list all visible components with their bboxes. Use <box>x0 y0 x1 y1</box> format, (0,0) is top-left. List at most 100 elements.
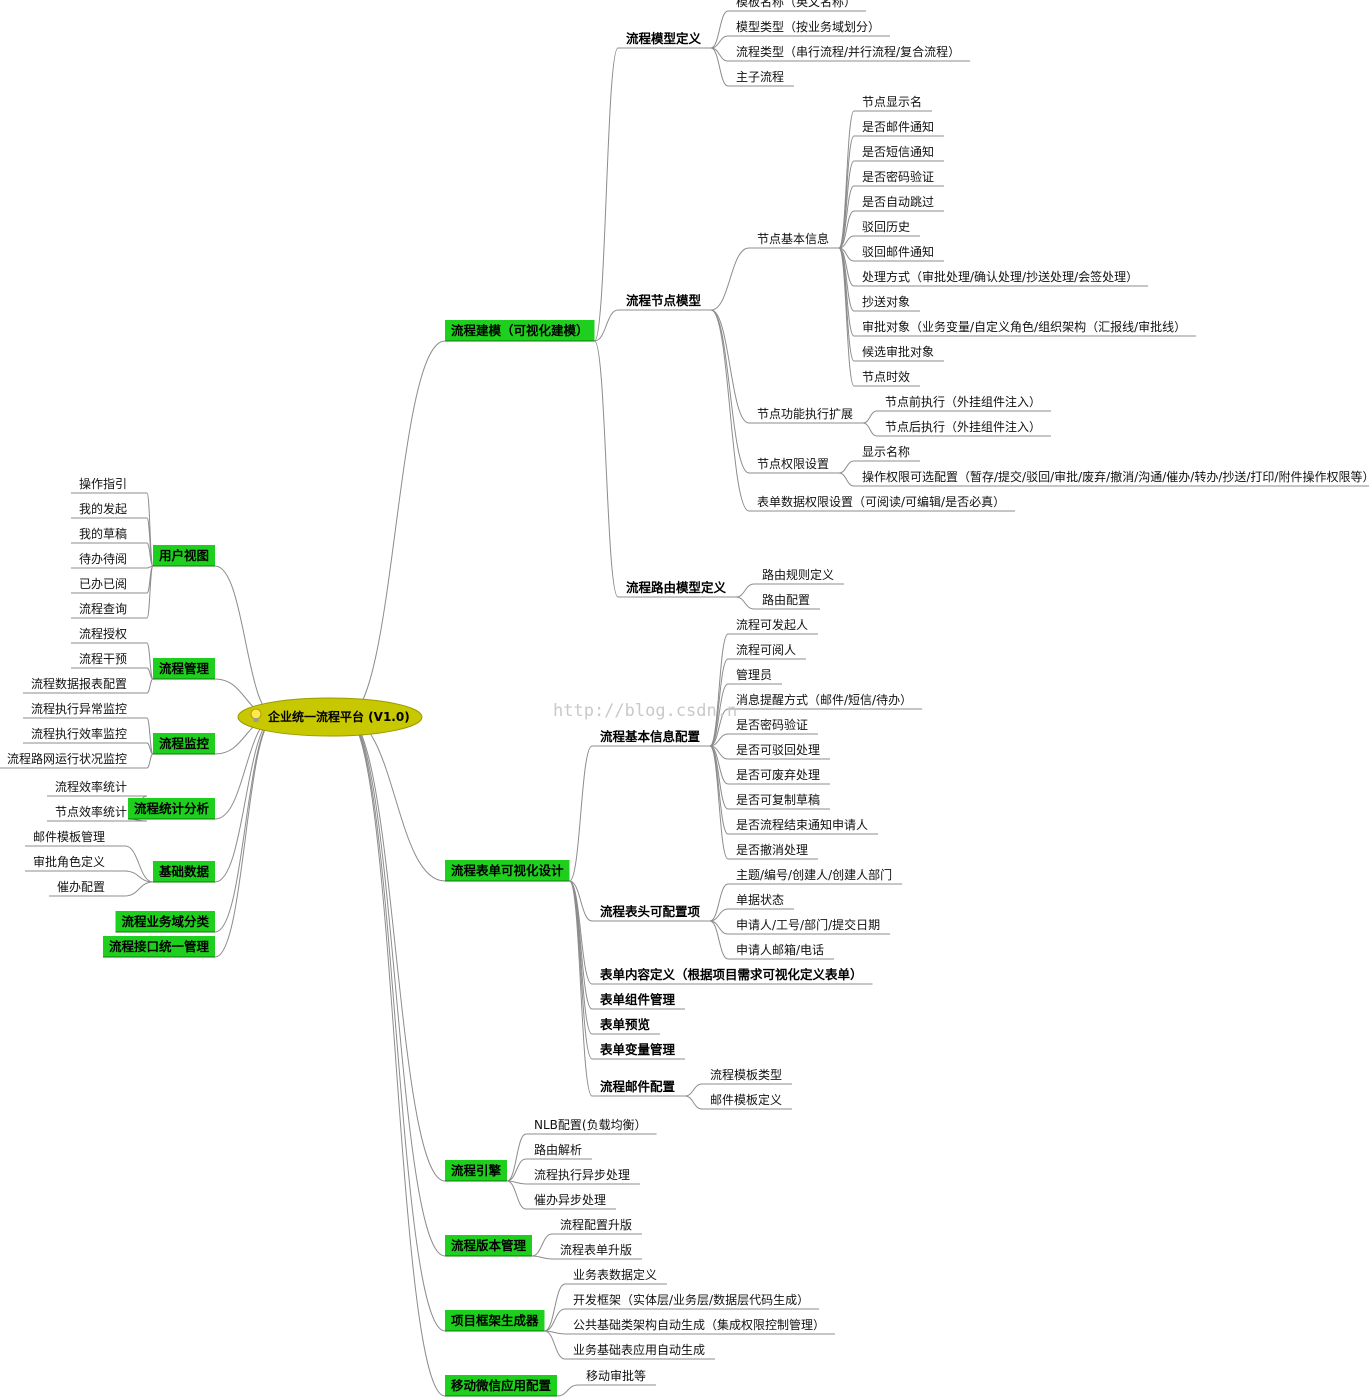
branch-1-node-0-9[interactable]: 是否撤消处理 <box>736 842 808 857</box>
branch-1-node-2[interactable]: 表单内容定义（根据项目需求可视化定义表单） <box>599 967 863 982</box>
branch-1-node-1-3[interactable]: 申请人邮箱/电话 <box>736 942 824 957</box>
branch-1-node-1-2[interactable]: 申请人/工号/部门/提交日期 <box>736 917 880 932</box>
left-branch-2-leaf-1[interactable]: 流程执行效率监控 <box>31 726 127 741</box>
branch-5[interactable]: 移动微信应用配置 <box>451 1378 552 1393</box>
branch-0-node-0-3[interactable]: 主子流程 <box>736 69 784 84</box>
left-branch-0-leaf-2[interactable]: 我的草稿 <box>79 526 127 541</box>
left-branch-4[interactable]: 基础数据 <box>158 864 210 879</box>
left-branch-5[interactable]: 流程业务域分类 <box>121 914 209 929</box>
branch-1-node-4[interactable]: 表单预览 <box>599 1017 650 1032</box>
branch-0-leaf-1-0-4[interactable]: 是否自动跳过 <box>862 195 934 209</box>
left-branch-2-leaf-2[interactable]: 流程路网运行状况监控 <box>7 751 127 766</box>
branch-0-leaf-1-2-0[interactable]: 显示名称 <box>862 444 910 459</box>
branch-4[interactable]: 项目框架生成器 <box>451 1313 539 1328</box>
branch-0-leaf-1-0-5[interactable]: 驳回历史 <box>862 220 910 234</box>
branch-4-node-0[interactable]: 业务表数据定义 <box>573 1267 657 1282</box>
branch-2-box[interactable] <box>445 1160 508 1181</box>
branch-0-node-2-0[interactable]: 路由规则定义 <box>762 567 834 582</box>
left-branch-3-leaf-0[interactable]: 流程效率统计 <box>55 779 127 794</box>
branch-1-node-0-6[interactable]: 是否可废弃处理 <box>736 767 820 782</box>
branch-0-node-1-1[interactable]: 节点功能执行扩展 <box>757 407 853 421</box>
root-node[interactable]: 企业统一流程平台 (V1.0) <box>237 697 423 737</box>
branch-1-node-0-1[interactable]: 流程可阅人 <box>736 642 796 657</box>
left-branch-0-leaf-5[interactable]: 流程查询 <box>79 601 127 616</box>
branch-0-leaf-1-0-3[interactable]: 是否密码验证 <box>862 169 934 184</box>
branch-0-node-0-2[interactable]: 流程类型（串行流程/并行流程/复合流程） <box>736 44 960 59</box>
left-branch-1-leaf-0[interactable]: 流程授权 <box>79 626 127 641</box>
branch-1-node-0-0[interactable]: 流程可发起人 <box>736 617 808 632</box>
left-branch-4-leaf-2[interactable]: 催办配置 <box>57 879 105 894</box>
left-branch-5-box[interactable] <box>115 911 215 932</box>
branch-0-leaf-1-0-10[interactable]: 候选审批对象 <box>862 344 934 359</box>
left-branch-4-leaf-0[interactable]: 邮件模板管理 <box>33 829 105 844</box>
branch-0-leaf-1-0-11[interactable]: 节点时效 <box>862 369 910 384</box>
branch-1-node-0[interactable]: 流程基本信息配置 <box>600 729 701 744</box>
branch-0-leaf-1-0-2[interactable]: 是否短信通知 <box>862 145 934 159</box>
branch-0-leaf-1-0-9[interactable]: 审批对象（业务变量/自定义角色/组织架构（汇报线/审批线） <box>862 319 1186 334</box>
branch-0-node-1-2[interactable]: 节点权限设置 <box>757 457 829 471</box>
branch-5-box[interactable] <box>445 1375 558 1396</box>
left-branch-1-leaf-1[interactable]: 流程干预 <box>79 651 127 666</box>
branch-3-node-1[interactable]: 流程表单升版 <box>560 1242 632 1257</box>
branch-4-box[interactable] <box>445 1310 545 1331</box>
branch-4-node-1[interactable]: 开发框架（实体层/业务层/数据层代码生成） <box>573 1292 809 1307</box>
left-branch-2-box[interactable] <box>152 733 215 754</box>
branch-0-node-1-0[interactable]: 节点基本信息 <box>757 231 829 246</box>
branch-0-node-0-0[interactable]: 模板名称（英文名称） <box>736 0 856 9</box>
left-branch-0-leaf-0[interactable]: 操作指引 <box>79 476 127 491</box>
left-branch-3-box[interactable] <box>127 798 215 819</box>
branch-1-node-1[interactable]: 流程表头可配置项 <box>600 904 701 919</box>
branch-3-node-0[interactable]: 流程配置升版 <box>560 1217 632 1232</box>
branch-1-node-0-4[interactable]: 是否密码验证 <box>736 717 808 732</box>
branch-5-node-0[interactable]: 移动审批等 <box>586 1368 646 1383</box>
branch-1-node-6[interactable]: 流程邮件配置 <box>600 1079 676 1094</box>
branch-0[interactable]: 流程建模（可视化建模） <box>451 323 589 338</box>
branch-3[interactable]: 流程版本管理 <box>451 1238 527 1253</box>
left-branch-1[interactable]: 流程管理 <box>159 661 210 676</box>
left-branch-0-box[interactable] <box>152 545 215 566</box>
branch-0-leaf-1-0-6[interactable]: 驳回邮件通知 <box>862 245 934 259</box>
left-branch-2-leaf-0[interactable]: 流程执行异常监控 <box>31 701 127 716</box>
branch-1-node-6-0[interactable]: 流程模板类型 <box>710 1067 782 1082</box>
branch-0-leaf-1-2-1[interactable]: 操作权限可选配置（暂存/提交/驳回/审批/废弃/撤消/沟通/催办/转办/抄送/打… <box>862 469 1369 484</box>
left-branch-6[interactable]: 流程接口统一管理 <box>109 939 210 954</box>
branch-1[interactable]: 流程表单可视化设计 <box>451 863 564 878</box>
branch-2-node-3[interactable]: 催办异步处理 <box>534 1192 606 1207</box>
branch-1-node-1-0[interactable]: 主题/编号/创建人/创建人部门 <box>736 867 892 882</box>
left-branch-2[interactable]: 流程监控 <box>159 736 210 751</box>
branch-0-leaf-1-0-1[interactable]: 是否邮件通知 <box>862 120 934 134</box>
branch-1-node-0-5[interactable]: 是否可驳回处理 <box>736 743 820 757</box>
left-branch-4-leaf-1[interactable]: 审批角色定义 <box>33 854 105 869</box>
branch-2-node-0[interactable]: NLB配置(负载均衡） <box>534 1118 647 1132</box>
branch-0-leaf-1-1-0[interactable]: 节点前执行（外挂组件注入） <box>885 394 1041 409</box>
left-branch-3-leaf-1[interactable]: 节点效率统计 <box>55 804 127 819</box>
branch-0-node-0-1[interactable]: 模型类型（按业务域划分） <box>736 19 880 34</box>
left-branch-3[interactable]: 流程统计分析 <box>134 801 210 816</box>
left-branch-0-leaf-1[interactable]: 我的发起 <box>79 501 127 516</box>
branch-3-box[interactable] <box>445 1235 533 1256</box>
branch-0-node-0[interactable]: 流程模型定义 <box>626 31 702 46</box>
root-ellipse[interactable] <box>237 697 423 737</box>
left-branch-0-leaf-4[interactable]: 已办已阅 <box>79 576 127 591</box>
left-branch-6-box[interactable] <box>102 936 215 957</box>
branch-0-node-1[interactable]: 流程节点模型 <box>626 293 702 308</box>
branch-2-node-2[interactable]: 流程执行异步处理 <box>534 1167 630 1182</box>
branch-1-node-0-8[interactable]: 是否流程结束通知申请人 <box>736 817 868 832</box>
left-branch-1-leaf-2[interactable]: 流程数据报表配置 <box>31 676 127 691</box>
left-branch-0-leaf-3[interactable]: 待办待阅 <box>79 551 127 566</box>
branch-1-node-3[interactable]: 表单组件管理 <box>599 992 676 1007</box>
branch-1-node-5[interactable]: 表单变量管理 <box>599 1042 676 1057</box>
branch-0-node-1-3[interactable]: 表单数据权限设置（可阅读/可编辑/是否必真） <box>757 494 1005 509</box>
left-branch-0[interactable]: 用户视图 <box>158 548 209 563</box>
branch-4-node-3[interactable]: 业务基础表应用自动生成 <box>573 1342 705 1357</box>
branch-0-node-2[interactable]: 流程路由模型定义 <box>626 580 727 595</box>
branch-1-node-0-2[interactable]: 管理员 <box>736 667 772 682</box>
branch-0-leaf-1-0-7[interactable]: 处理方式（审批处理/确认处理/抄送处理/会签处理） <box>862 269 1138 284</box>
branch-1-box[interactable] <box>445 860 570 881</box>
left-branch-4-box[interactable] <box>152 861 215 882</box>
branch-1-node-0-3[interactable]: 消息提醒方式（邮件/短信/待办） <box>736 692 912 707</box>
branch-1-node-0-7[interactable]: 是否可复制草稿 <box>736 792 820 807</box>
left-branch-1-box[interactable] <box>152 658 215 679</box>
branch-1-node-6-1[interactable]: 邮件模板定义 <box>710 1092 782 1107</box>
branch-0-leaf-1-0-8[interactable]: 抄送对象 <box>862 294 910 309</box>
